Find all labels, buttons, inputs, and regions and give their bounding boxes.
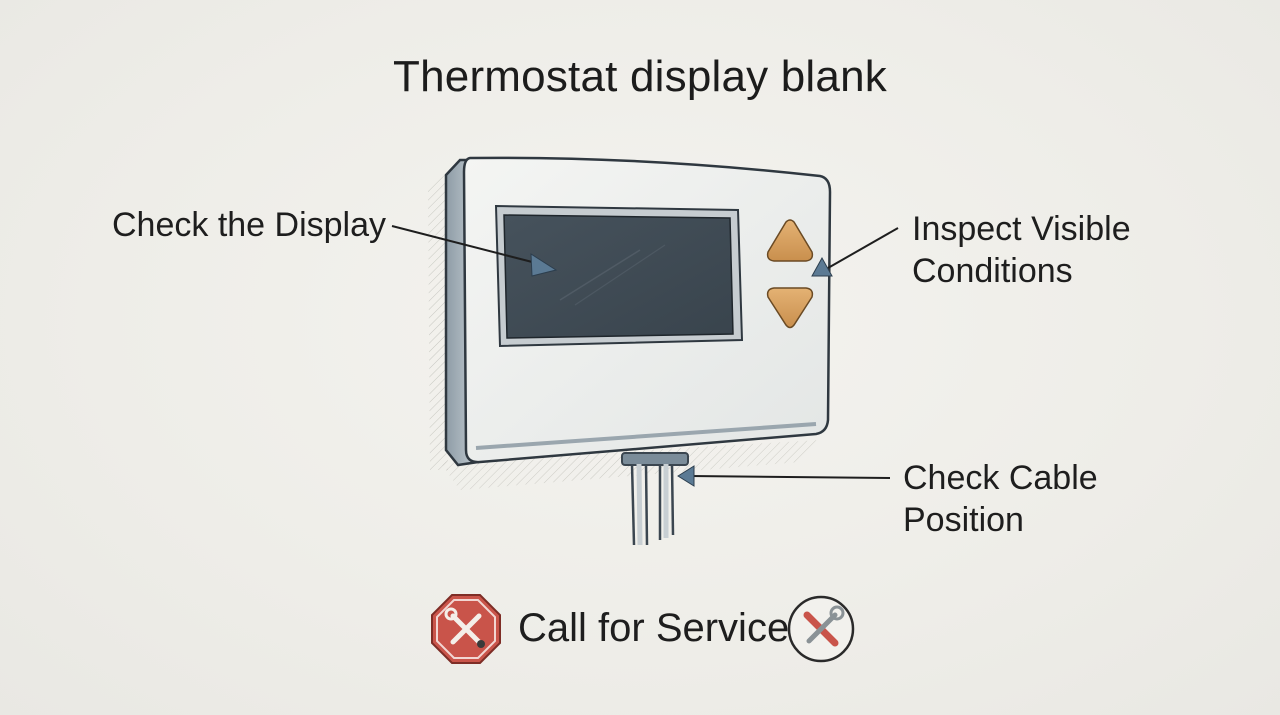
stop-sign-tools-icon xyxy=(431,594,501,664)
down-button[interactable] xyxy=(766,287,814,329)
call-for-service-text: Call for Service xyxy=(518,606,790,650)
wrench-screwdriver-icon xyxy=(787,595,855,663)
callout-display xyxy=(391,225,558,277)
wall-shadow xyxy=(428,172,448,470)
arrow-display-icon xyxy=(530,253,558,277)
callout-cable xyxy=(677,465,891,487)
page-title: Thermostat display blank xyxy=(393,52,887,101)
arrow-conditions-icon xyxy=(811,256,833,277)
label-check-display: Check the Display xyxy=(112,206,387,244)
callout-conditions xyxy=(811,227,899,277)
up-button[interactable] xyxy=(766,219,814,262)
arrow-cable-icon xyxy=(677,465,695,487)
label-check-cable: Check Cable Position xyxy=(903,459,1098,539)
label-inspect-conditions: Inspect Visible Conditions xyxy=(912,210,1131,290)
cable-bundle xyxy=(621,452,689,546)
